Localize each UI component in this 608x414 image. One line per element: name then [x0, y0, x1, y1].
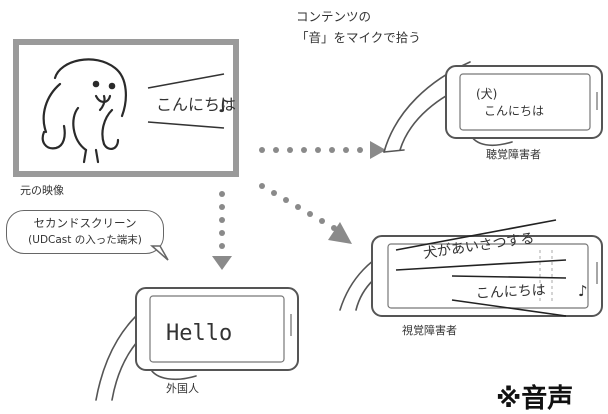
top-caption-line1: コンテンツの [296, 9, 372, 24]
music-note-icon: ♪ [578, 282, 588, 300]
second-screen-bubble: セカンドスクリーン (UDCast の入った端末) [6, 210, 164, 254]
foreign-label: 外国人 [166, 382, 199, 395]
foreign-device: Hello [95, 287, 299, 401]
bubble-line2: (UDCast の入った端末) [28, 234, 142, 246]
footnote-text: ※音声 [496, 384, 574, 414]
hearing-device: (犬) こんにちは [383, 61, 603, 153]
hearing-text-line1: (犬) [476, 87, 497, 101]
top-caption-line2: 「音」をマイクで拾う [296, 30, 421, 45]
music-note-icon: ♪ [218, 96, 230, 117]
hearing-text-line2: こんにちは [484, 104, 544, 118]
top-caption: コンテンツの 「音」をマイクで拾う [296, 6, 421, 48]
visual-device: 犬があいさつする こんにちは ♪ [339, 219, 603, 317]
source-label: 元の映像 [20, 184, 64, 197]
arrow-to-hearing [259, 141, 386, 159]
source-speech-text: こんにちは [156, 95, 236, 114]
arrow-to-foreign [212, 191, 232, 270]
visual-label: 視覚障害者 [402, 324, 457, 337]
bubble-tail [150, 245, 169, 261]
bubble-line1: セカンドスクリーン [33, 216, 137, 230]
dog-character-illustration [41, 58, 127, 164]
foreign-hello-text: Hello [166, 321, 232, 346]
arrow-to-visual [259, 183, 352, 244]
visual-text-line2: こんにちは [475, 282, 546, 302]
source-video: こんにちは ♪ [13, 39, 239, 177]
hearing-label: 聴覚障害者 [486, 148, 541, 161]
